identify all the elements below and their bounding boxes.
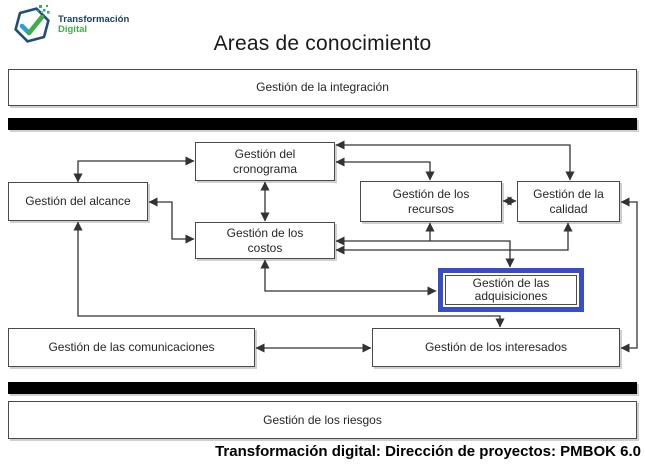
logo-name-line1: Transformación bbox=[58, 14, 130, 26]
divider-bar-bottom bbox=[8, 382, 637, 394]
box-label: Gestión del alcance bbox=[25, 194, 131, 209]
box-label: Gestión de los interesados bbox=[424, 340, 568, 355]
connector-costos-adquisiciones-top bbox=[335, 236, 515, 268]
box-label: Gestión de la integración bbox=[256, 80, 389, 95]
divider-bar-top bbox=[8, 118, 637, 130]
box-label: Gestión de los bbox=[226, 226, 304, 241]
box-label: calidad bbox=[549, 201, 588, 216]
box-gestion-costos: Gestión de los costos bbox=[195, 222, 335, 259]
box-gestion-interesados: Gestión de los interesados bbox=[372, 328, 620, 367]
slide-caption: Transformación digital: Dirección de pro… bbox=[215, 443, 641, 460]
logo: Transformación Digital bbox=[10, 3, 129, 47]
logo-hexagon-check-icon bbox=[14, 5, 50, 43]
box-label: recursos bbox=[407, 201, 454, 216]
logo-name-line2: Digital bbox=[58, 24, 88, 35]
box-gestion-integracion: Gestión de la integración bbox=[8, 69, 637, 106]
box-label: Gestión del bbox=[234, 147, 296, 162]
box-gestion-comunicaciones: Gestión de las comunicaciones bbox=[8, 328, 255, 367]
page-title: Areas de conocimiento bbox=[213, 32, 432, 55]
connector-cronograma-recursos bbox=[335, 157, 435, 181]
box-label: adquisiciones bbox=[474, 289, 548, 303]
connector-alcance-costos bbox=[148, 197, 195, 244]
box-gestion-alcance: Gestión del alcance bbox=[8, 182, 148, 221]
box-label: Gestión de las comunicaciones bbox=[48, 340, 215, 355]
box-gestion-cronograma: Gestión del cronograma bbox=[195, 142, 335, 181]
box-label: Gestión de los riesgos bbox=[263, 412, 382, 427]
connector-costos-calidad bbox=[335, 222, 573, 255]
connector-cronograma-calidad bbox=[335, 140, 575, 181]
box-label: costos bbox=[247, 240, 283, 255]
box-gestion-calidad: Gestión de la calidad bbox=[517, 181, 620, 222]
box-gestion-recursos: Gestión de los recursos bbox=[360, 181, 502, 222]
connector-alcance-cronograma bbox=[73, 156, 195, 183]
box-gestion-adquisiciones-highlighted: Gestión de las adquisiciones bbox=[438, 268, 584, 312]
connector-costos-adquisiciones-left bbox=[260, 259, 437, 296]
box-label: cronograma bbox=[232, 161, 298, 176]
box-label: Gestión de la bbox=[533, 187, 604, 202]
box-gestion-adquisiciones-inner: Gestión de las adquisiciones bbox=[445, 275, 577, 305]
box-label: Gestión de las bbox=[472, 275, 550, 290]
connector-calidad-interesados bbox=[620, 197, 638, 353]
box-label: Gestión de los bbox=[392, 187, 470, 202]
box-gestion-riesgos: Gestión de los riesgos bbox=[8, 401, 637, 439]
